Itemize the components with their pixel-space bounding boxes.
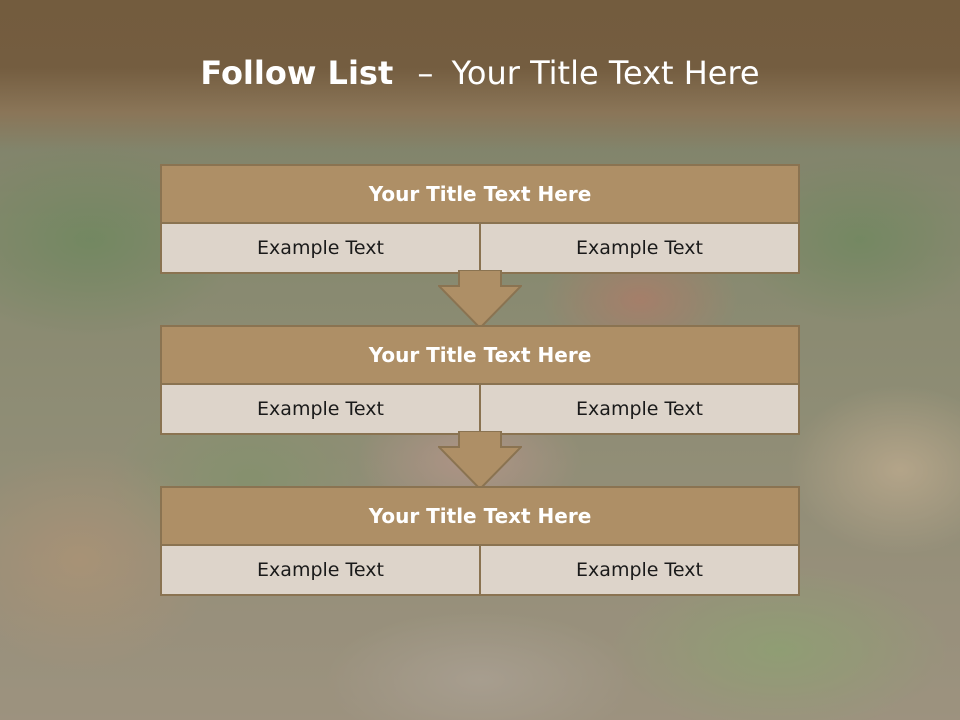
slide-title-subtitle: Your Title Text Here bbox=[451, 54, 760, 92]
down-arrow-icon bbox=[438, 270, 522, 330]
block-cell-right: Example Text bbox=[479, 224, 798, 272]
block-cell-left: Example Text bbox=[162, 224, 479, 272]
slide-title: Follow List – Your Title Text Here bbox=[0, 54, 960, 92]
slide-title-main: Follow List bbox=[200, 54, 394, 92]
down-arrow-icon bbox=[438, 431, 522, 491]
block-cell-right: Example Text bbox=[479, 546, 798, 594]
block-title: Your Title Text Here bbox=[162, 327, 798, 383]
list-block-1: Your Title Text Here Example Text Exampl… bbox=[160, 164, 800, 274]
list-block-2: Your Title Text Here Example Text Exampl… bbox=[160, 325, 800, 435]
block-cell-right: Example Text bbox=[479, 385, 798, 433]
block-title: Your Title Text Here bbox=[162, 488, 798, 544]
slide-title-separator: – bbox=[417, 54, 434, 92]
block-row: Example Text Example Text bbox=[162, 383, 798, 433]
block-cell-left: Example Text bbox=[162, 385, 479, 433]
block-row: Example Text Example Text bbox=[162, 222, 798, 272]
list-block-3: Your Title Text Here Example Text Exampl… bbox=[160, 486, 800, 596]
block-title: Your Title Text Here bbox=[162, 166, 798, 222]
block-cell-left: Example Text bbox=[162, 546, 479, 594]
header-band bbox=[0, 0, 960, 150]
block-row: Example Text Example Text bbox=[162, 544, 798, 594]
